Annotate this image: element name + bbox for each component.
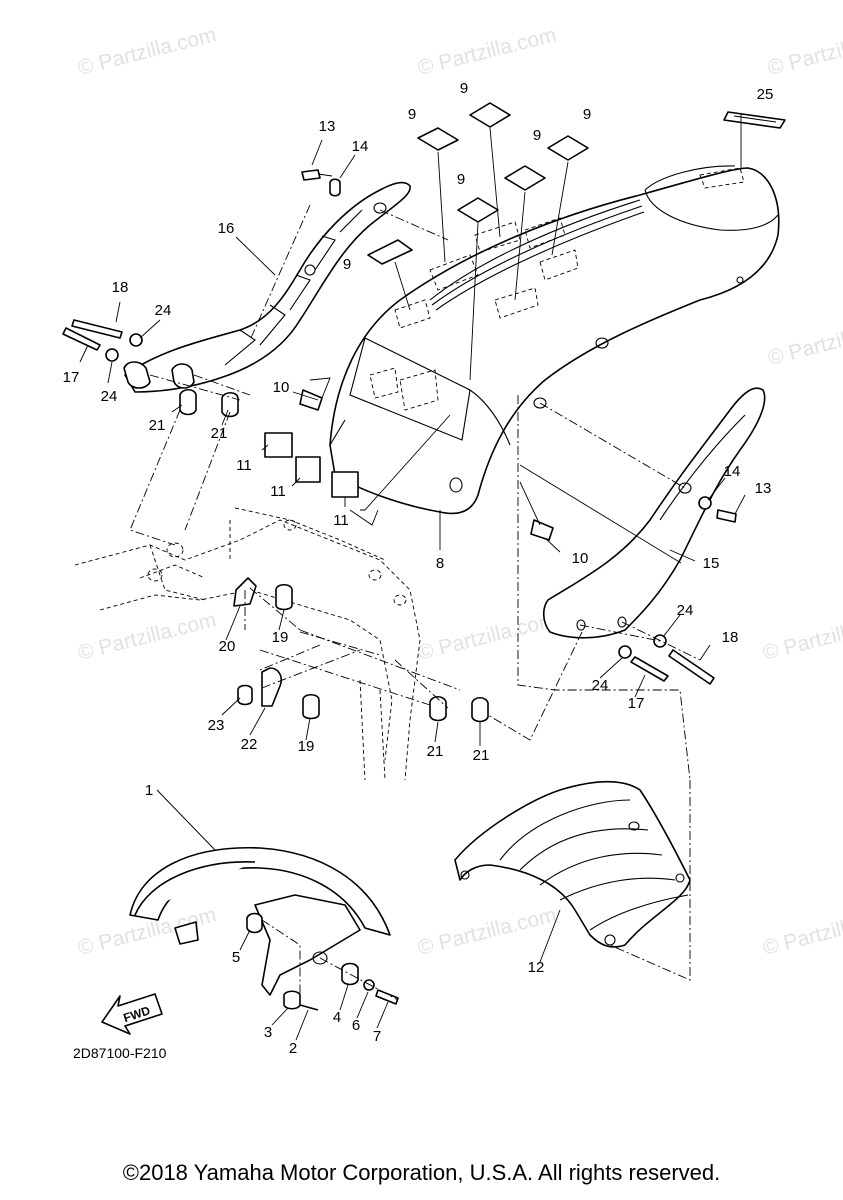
watermark: © Partzilla.com bbox=[416, 903, 559, 960]
callout-14: 14 bbox=[352, 138, 369, 155]
front-fender bbox=[129, 846, 399, 1011]
right-fender-stay bbox=[542, 387, 766, 639]
callout-17: 17 bbox=[628, 695, 645, 712]
callout-9: 9 bbox=[583, 106, 591, 123]
callout-21: 21 bbox=[473, 747, 490, 764]
callout-22: 22 bbox=[241, 736, 258, 753]
callout-9: 9 bbox=[343, 256, 351, 273]
callout-9: 9 bbox=[460, 80, 468, 97]
label-decal-25 bbox=[723, 111, 786, 129]
pads-9 bbox=[367, 102, 589, 265]
callout-19: 19 bbox=[298, 738, 315, 755]
callout-3: 3 bbox=[264, 1024, 272, 1041]
rear-fender bbox=[329, 165, 780, 515]
diagram-code: 2D87100-F210 bbox=[73, 1045, 167, 1061]
fwd-arrow-icon: FWD bbox=[101, 993, 163, 1035]
watermark: © Partzilla.com bbox=[76, 23, 219, 80]
watermark: © Partzilla.com bbox=[766, 23, 843, 80]
callout-21: 21 bbox=[427, 743, 444, 760]
callout-24: 24 bbox=[101, 388, 118, 405]
callout-9: 9 bbox=[408, 106, 416, 123]
callout-11: 11 bbox=[333, 512, 349, 529]
watermark: © Partzilla.com bbox=[761, 903, 843, 960]
callout-13: 13 bbox=[319, 118, 336, 135]
callout-24: 24 bbox=[155, 302, 172, 319]
callout-19: 19 bbox=[272, 629, 289, 646]
callout-21: 21 bbox=[149, 417, 166, 434]
watermark: © Partzilla.com bbox=[766, 313, 843, 370]
callout-24: 24 bbox=[677, 602, 694, 619]
callout-18: 18 bbox=[112, 279, 129, 296]
callout-9: 9 bbox=[457, 171, 465, 188]
callout-12: 12 bbox=[528, 959, 545, 976]
watermark: © Partzilla.com bbox=[416, 23, 559, 80]
callout-2: 2 bbox=[289, 1040, 297, 1057]
callout-25: 25 bbox=[757, 86, 774, 103]
callout-11: 11 bbox=[270, 483, 286, 500]
callout-10: 10 bbox=[273, 379, 290, 396]
callout-24: 24 bbox=[592, 677, 609, 694]
callout-21: 21 bbox=[211, 425, 228, 442]
small-parts bbox=[62, 169, 737, 723]
callout-4: 4 bbox=[333, 1009, 341, 1026]
callout-15: 15 bbox=[703, 555, 720, 572]
left-fender-stay bbox=[123, 181, 411, 393]
watermark: © Partzilla.com bbox=[761, 608, 843, 665]
copyright-notice: ©2018 Yamaha Motor Corporation, U.S.A. A… bbox=[122, 1160, 721, 1185]
callout-6: 6 bbox=[352, 1017, 360, 1034]
callout-23: 23 bbox=[208, 717, 225, 734]
frame bbox=[74, 507, 421, 781]
callout-1: 1 bbox=[145, 782, 153, 799]
callout-10: 10 bbox=[572, 550, 589, 567]
callout-17: 17 bbox=[63, 369, 80, 386]
callout-16: 16 bbox=[218, 220, 235, 237]
assembly-lines bbox=[129, 204, 701, 1001]
watermark: © Partzilla.com bbox=[416, 608, 559, 665]
callout-13: 13 bbox=[755, 480, 772, 497]
callout-11: 11 bbox=[236, 457, 252, 474]
leader-lines bbox=[79, 114, 746, 1041]
callout-labels: 1 2 3 4 5 6 7 8 9 9 9 9 9 9 10 10 11 11 … bbox=[63, 80, 774, 1057]
callout-5: 5 bbox=[232, 949, 240, 966]
callout-8: 8 bbox=[436, 555, 444, 572]
callout-20: 20 bbox=[219, 638, 236, 655]
callout-9: 9 bbox=[533, 127, 541, 144]
mud-flap bbox=[454, 780, 691, 948]
watermark: © Partzilla.com bbox=[76, 608, 219, 665]
callout-14: 14 bbox=[724, 463, 741, 480]
callout-7: 7 bbox=[373, 1028, 381, 1045]
callout-18: 18 bbox=[722, 629, 739, 646]
